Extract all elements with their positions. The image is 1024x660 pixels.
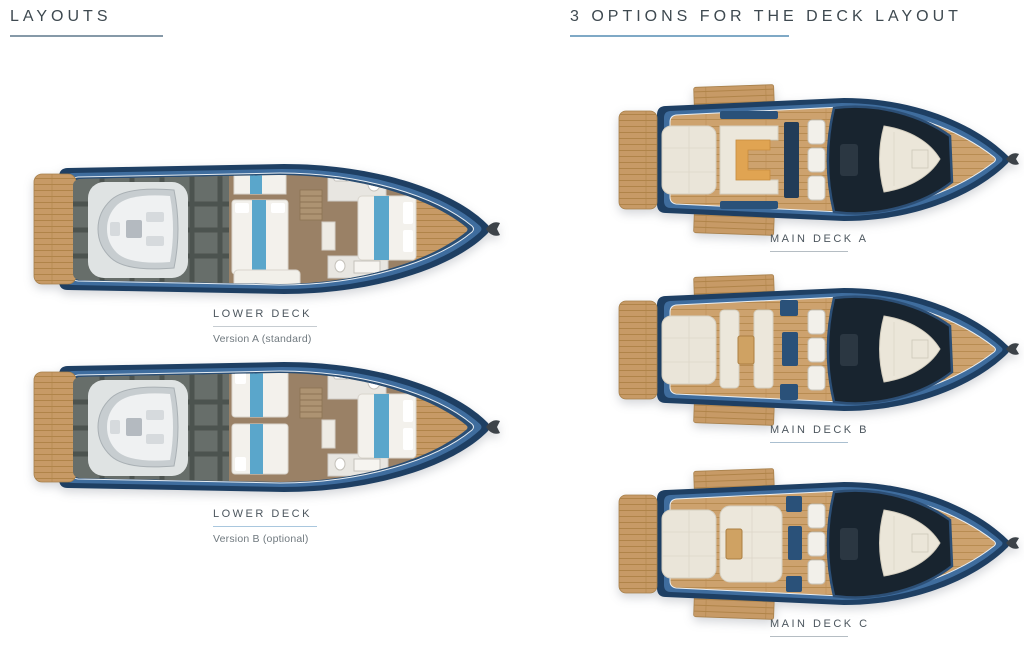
side-lounge-top <box>720 111 778 119</box>
mid-cabin <box>231 175 301 284</box>
facing-benches <box>719 309 774 389</box>
swim-platform <box>33 371 77 483</box>
left-section-title: LAYOUTS <box>10 8 163 37</box>
forward-cabin <box>357 195 417 261</box>
swim-platform <box>618 110 658 210</box>
deck-seat-bottom <box>786 576 802 592</box>
anchor-icon <box>1006 343 1019 355</box>
interior-plan <box>73 373 468 482</box>
figure-label: MAIN DECK A <box>770 233 869 245</box>
figure-underline <box>213 526 317 528</box>
wardrobe <box>321 221 336 251</box>
tender <box>97 386 179 468</box>
caption-lower-deck-b: LOWER DECK Version B (optional) <box>213 508 317 545</box>
bathroom-lower <box>327 453 389 477</box>
helm-console <box>840 528 858 560</box>
wardrobe <box>321 419 336 449</box>
deck-seat-top <box>786 496 802 512</box>
right-section-title: 3 OPTIONS FOR THE DECK LAYOUT <box>570 8 962 37</box>
main-deck-plan-c <box>618 468 1019 620</box>
caption-main-deck-a: MAIN DECK A <box>770 233 869 253</box>
figure-underline <box>770 442 848 444</box>
figure-label: MAIN DECK B <box>770 424 870 436</box>
helm-seats <box>807 503 826 585</box>
deck-seat-mid <box>788 526 802 560</box>
aft-sunpad <box>661 509 717 579</box>
helm-seats <box>807 309 826 391</box>
stairs <box>299 189 323 221</box>
mid-cabin-twin-beds <box>231 373 289 475</box>
deck-seat-top <box>780 300 798 316</box>
right-title-text: 3 OPTIONS FOR THE DECK LAYOUT <box>570 8 962 25</box>
cockpit-sunpad <box>719 505 783 583</box>
swim-platform <box>33 173 77 285</box>
bow-sunpad <box>879 315 941 383</box>
figure-underline <box>213 326 317 328</box>
anchor-icon <box>486 222 500 236</box>
galley <box>719 125 779 195</box>
bow-sunpad <box>879 125 941 193</box>
helm-console <box>840 334 858 366</box>
caption-main-deck-b: MAIN DECK B <box>770 424 870 444</box>
helm-console <box>840 144 858 176</box>
left-title-underline <box>10 35 163 37</box>
galley-counter <box>784 122 799 198</box>
aft-sunpad <box>661 315 717 385</box>
aft-sunpad <box>661 125 717 195</box>
figure-label: MAIN DECK C <box>770 618 870 630</box>
main-deck-plan-a <box>618 84 1019 236</box>
side-lounge-bottom <box>720 201 778 209</box>
anchor-icon <box>1006 153 1019 165</box>
cockpit-table <box>737 335 755 365</box>
swim-platform <box>618 300 658 400</box>
anchor-icon <box>486 420 500 434</box>
cockpit-table <box>725 528 743 560</box>
helm-seats <box>807 119 826 201</box>
figure-underline <box>770 636 848 638</box>
right-title-underline <box>570 35 789 37</box>
deck-seat-bottom <box>780 384 798 400</box>
caption-lower-deck-a: LOWER DECK Version A (standard) <box>213 308 317 345</box>
figure-sublabel: Version A (standard) <box>213 333 312 346</box>
forward-cabin <box>357 393 417 459</box>
figure-label: LOWER DECK <box>213 308 312 320</box>
figure-label: LOWER DECK <box>213 508 312 520</box>
left-title-text: LAYOUTS <box>10 8 112 25</box>
lower-deck-plan-b <box>33 362 500 492</box>
anchor-icon <box>1006 537 1019 549</box>
tender <box>97 188 179 270</box>
main-deck-plan-b <box>618 274 1019 426</box>
stairs <box>299 387 323 419</box>
figure-underline <box>770 251 848 253</box>
lower-deck-plan-a <box>33 164 500 294</box>
bow-sunpad <box>879 509 941 577</box>
deck-seat-mid <box>782 332 798 366</box>
figure-sublabel: Version B (optional) <box>213 533 309 546</box>
caption-main-deck-c: MAIN DECK C <box>770 618 870 638</box>
swim-platform <box>618 494 658 594</box>
